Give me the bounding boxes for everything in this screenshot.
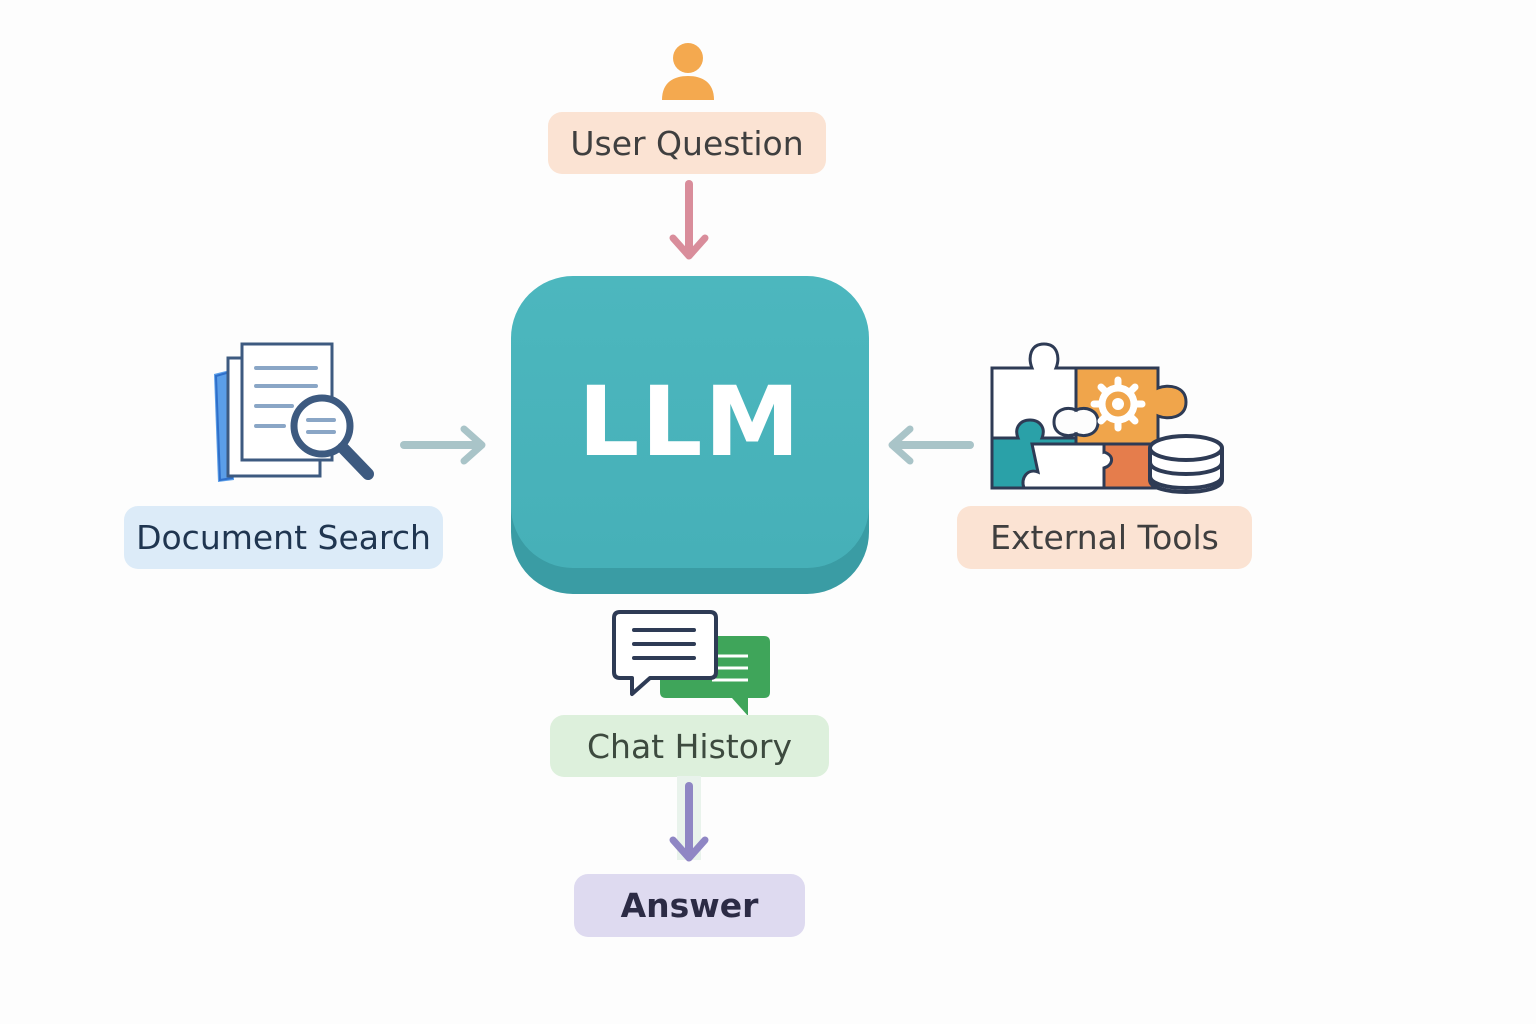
external-tools-label: External Tools <box>957 506 1252 569</box>
arrow-doc-to-llm <box>400 425 486 465</box>
document-search-label: Document Search <box>124 506 443 569</box>
user-question-label: User Question <box>548 112 826 174</box>
arrow-user-to-llm <box>669 180 709 260</box>
answer-label: Answer <box>574 874 805 937</box>
arrow-chat-to-answer <box>669 776 709 862</box>
llm-block: LLM <box>511 276 869 568</box>
chat-history-label: Chat History <box>550 715 829 777</box>
chat-bubbles-icon <box>612 610 770 716</box>
user-icon <box>662 43 714 100</box>
llm-label: LLM <box>578 366 802 478</box>
puzzle-database-icon <box>990 342 1224 495</box>
arrow-tools-to-llm <box>888 425 974 465</box>
document-search-icon <box>214 342 374 482</box>
